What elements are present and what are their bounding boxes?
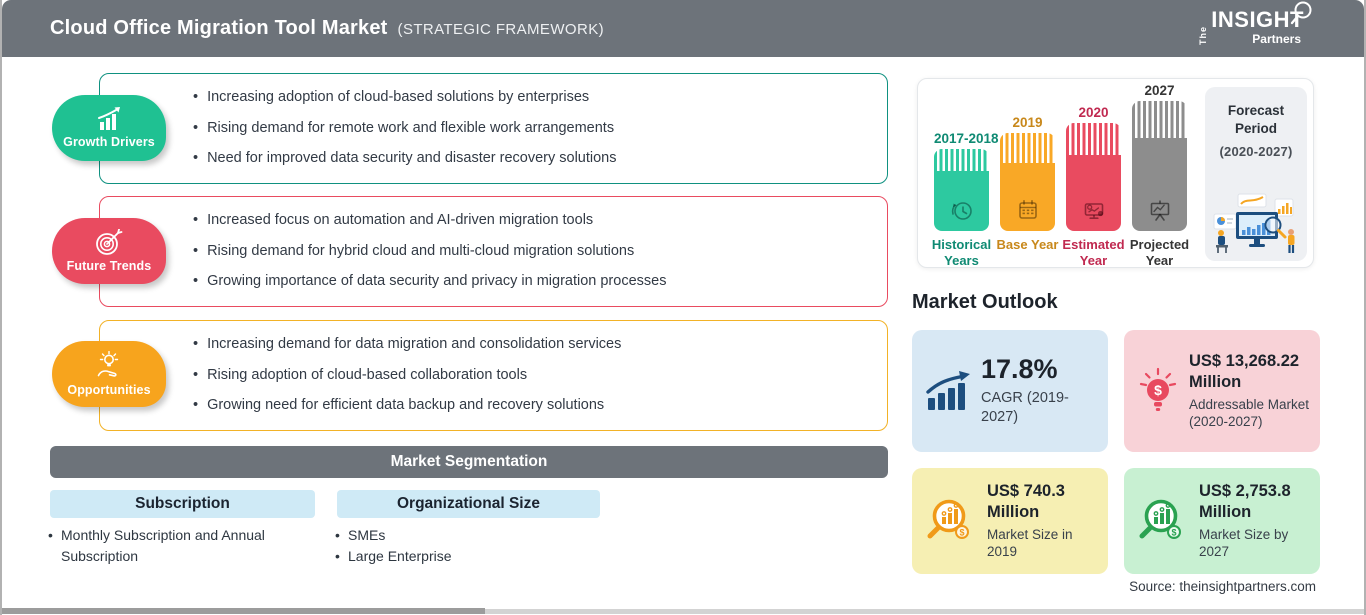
page-subtitle: (STRATEGIC FRAMEWORK) — [397, 21, 604, 38]
forecast-period: (2020-2027) — [1219, 144, 1293, 160]
source-text: Source: theinsightpartners.com — [1129, 579, 1316, 594]
bar-striped-cap — [1000, 133, 1055, 163]
market-size-2027-card: $ US$ 2,753.8 Million Market Size by 202… — [1124, 468, 1320, 574]
bullet-item: Rising adoption of cloud-based collabora… — [193, 367, 887, 384]
bar-name: Projected Year — [1129, 237, 1190, 269]
magnifier-icon — [1290, 1, 1312, 25]
analytics-monitor-icon — [1084, 203, 1103, 220]
bulb-hand-icon — [97, 351, 119, 377]
badge-label: Future Trends — [66, 259, 152, 273]
card-value: US$ 2,753.8 Million — [1199, 481, 1291, 522]
organizational-size-items: SMEs Large Enterprise — [335, 525, 575, 567]
page-title: Cloud Office Migration Tool Market — [50, 17, 388, 39]
bullet-item: Need for improved data security and disa… — [193, 150, 887, 167]
bar-body — [1132, 138, 1187, 231]
segmentation-column-header-organizational-size: Organizational Size — [337, 490, 600, 518]
opportunities-panel: Increasing demand for data migration and… — [99, 320, 888, 431]
card-value: US$ 13,268.22 Million — [1189, 351, 1300, 392]
card-text: US$ 2,753.8 Million Market Size by 2027 — [1199, 481, 1310, 562]
growth-drivers-panel: Increasing adoption of cloud-based solut… — [99, 73, 888, 184]
segment-item: Large Enterprise — [335, 546, 575, 567]
logo-insight: INSIGHT — [1211, 7, 1304, 32]
target-dart-icon — [96, 229, 123, 255]
header-bar: Cloud Office Migration Tool Market (STRA… — [2, 0, 1364, 57]
bar-striped-cap — [934, 149, 989, 171]
year-label: 2020 — [1078, 105, 1109, 120]
badge-label: Growth Drivers — [63, 135, 155, 149]
bar-name: Historical Years — [931, 237, 992, 269]
card-text: 17.8% CAGR (2019-2027) — [981, 354, 1098, 427]
bullet-item: Increased focus on automation and AI-dri… — [193, 212, 887, 229]
bar-body — [1066, 155, 1121, 231]
card-label: Addressable Market (2020-2027) — [1189, 396, 1310, 430]
timeline-bar-projected: 2027 Projected Year — [1130, 83, 1189, 268]
logo-main: INSIGHT Partners — [1211, 1, 1312, 46]
opportunities-badge: Opportunities — [52, 341, 166, 407]
svg-text:$: $ — [1154, 382, 1162, 398]
segment-item: Monthly Subscription and Annual Subscrip… — [48, 525, 288, 567]
badge-label: Opportunities — [67, 383, 151, 397]
year-label: 2027 — [1144, 83, 1175, 98]
segment-item: SMEs — [335, 525, 575, 546]
card-label: Market Size in 2019 — [987, 526, 1073, 560]
growth-bars-arrow-icon — [98, 107, 120, 130]
segmentation-title: Market Segmentation — [390, 453, 548, 470]
card-value: 17.8% — [981, 354, 1058, 385]
svg-text:$: $ — [959, 528, 964, 538]
card-value: US$ 740.3 Million — [987, 481, 1065, 522]
card-text: US$ 740.3 Million Market Size in 2019 — [987, 481, 1098, 562]
bar-name: Base Year — [996, 237, 1059, 252]
bar-striped-cap — [1132, 101, 1187, 138]
year-label: 2019 — [1012, 115, 1043, 130]
logo-the: The — [1198, 25, 1209, 45]
addressable-market-card: $ US$ 13,268.22 Million Addressable Mark… — [1124, 330, 1320, 452]
timeline-bar-historical: 2017-2018 Historical Years — [932, 131, 999, 268]
bar-body — [934, 171, 989, 231]
market-outlook-title: Market Outlook — [912, 291, 1058, 313]
card-label: Market Size by 2027 — [1199, 526, 1289, 560]
timeline-panel: 2017-2018 Historical Years 2019 — [917, 78, 1314, 268]
presentation-chart-icon — [1150, 200, 1169, 221]
growth-arrow-bars-icon — [926, 371, 970, 410]
cagr-card: 17.8% CAGR (2019-2027) — [912, 330, 1108, 452]
year-label: 2017-2018 — [934, 131, 999, 146]
segmentation-header: Market Segmentation — [50, 446, 888, 478]
future-trends-panel: Increased focus on automation and AI-dri… — [99, 196, 888, 307]
calendar-icon — [1018, 199, 1037, 219]
logo-partners: Partners — [1252, 32, 1301, 46]
market-size-2019-card: $ US$ 740.3 Million Market Size in 2019 — [912, 468, 1108, 574]
history-clock-icon — [951, 202, 972, 220]
bullet-item: Increasing demand for data migration and… — [193, 336, 887, 353]
forecast-panel: Forecast Period (2020-2027) — [1205, 87, 1307, 261]
svg-text:$: $ — [1171, 528, 1176, 538]
footer-strip — [485, 609, 1364, 614]
brand-logo: The INSIGHT Partners — [1198, 1, 1312, 46]
dollar-bulb-icon: $ — [1139, 367, 1177, 411]
segmentation-column-header-subscription: Subscription — [50, 490, 315, 518]
bar-body — [1000, 163, 1055, 231]
timeline-bars: 2017-2018 Historical Years 2019 — [932, 83, 1189, 268]
subscription-items: Monthly Subscription and Annual Subscrip… — [48, 525, 288, 567]
bullet-item: Rising demand for remote work and flexib… — [193, 120, 887, 137]
bullet-item: Growing need for efficient data backup a… — [193, 397, 887, 414]
bullet-item: Rising demand for hybrid cloud and multi… — [193, 243, 887, 260]
forecast-title: Forecast Period — [1227, 103, 1285, 136]
timeline-bar-estimated: 2020 Estimated Year — [1062, 105, 1124, 268]
bullet-item: Increasing adoption of cloud-based solut… — [193, 89, 887, 106]
title-wrap: Cloud Office Migration Tool Market (STRA… — [50, 0, 604, 57]
analytics-illustration — [1213, 193, 1295, 253]
footer-strip — [2, 608, 485, 614]
timeline-bar-base: 2019 Base Year — [997, 115, 1059, 267]
card-text: US$ 13,268.22 Million Addressable Market… — [1189, 351, 1310, 432]
card-label: CAGR (2019-2027) — [981, 389, 1069, 425]
bar-name: Estimated Year — [1062, 237, 1125, 269]
magnifier-bars-icon: $ — [927, 499, 969, 539]
bar-striped-cap — [1066, 123, 1121, 155]
bullet-item: Growing importance of data security and … — [193, 273, 887, 290]
growth-drivers-badge: Growth Drivers — [52, 95, 166, 161]
future-trends-badge: Future Trends — [52, 218, 166, 284]
magnifier-bars-icon: $ — [1139, 499, 1181, 539]
